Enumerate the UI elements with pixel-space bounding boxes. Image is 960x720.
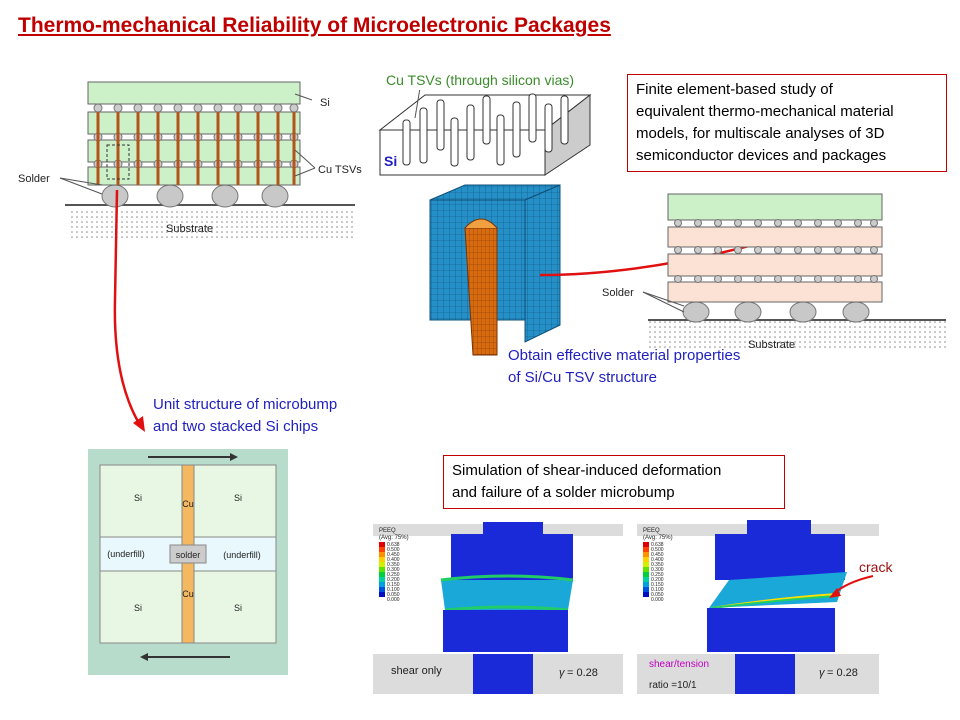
svg-text:0.350: 0.350	[651, 562, 664, 568]
si-chip-top-right	[193, 464, 277, 538]
eq-solder-label: Solder	[602, 287, 634, 299]
si-layer-4	[87, 166, 301, 186]
svg-text:0.000: 0.000	[387, 597, 400, 603]
unit-caption-line-1: Unit structure of microbump	[153, 396, 338, 413]
unit-structure-caption: Unit structure of microbump and two stac…	[153, 394, 337, 438]
left-legend: PEEQ (Avg: 75%) 0.638 0.500 0.450 0.400 …	[379, 528, 409, 603]
svg-text:0.638: 0.638	[387, 542, 400, 548]
svg-text:0.150: 0.150	[651, 582, 664, 588]
svg-text:0.350: 0.350	[387, 562, 400, 568]
left-sim-caption: shear only	[391, 665, 442, 677]
tsv-block-title: Cu TSVs (through silicon vias)	[386, 72, 575, 88]
cu-tsvs	[96, 112, 296, 185]
svg-text:0.200: 0.200	[651, 577, 664, 583]
right-legend: PEEQ (Avg: 75%) 0.638 0.500 0.450 0.400 …	[643, 528, 673, 603]
svg-text:0.100: 0.100	[387, 587, 400, 593]
svg-text:0.000: 0.000	[651, 597, 664, 603]
right-gamma-symbol: γ	[819, 667, 826, 679]
unit-underfill-left: (underfill)	[107, 549, 145, 559]
unit-caption-line-2: and two stacked Si chips	[153, 418, 319, 435]
top-si-layer	[87, 81, 301, 105]
fe-study-line-2: equivalent thermo-mechanical material	[636, 103, 894, 120]
left-gamma-symbol: γ	[559, 667, 566, 679]
eq-top-si	[667, 193, 883, 221]
svg-text:0.400: 0.400	[387, 557, 400, 563]
left-legend-title: PEEQ	[379, 528, 396, 534]
shear-sim-box: Simulation of shear-induced deformation …	[443, 455, 785, 509]
svg-text:0.050: 0.050	[387, 592, 400, 598]
stack-si-label: Si	[320, 97, 330, 109]
crack-label: crack	[859, 559, 893, 575]
sim-shear-tension: PEEQ (Avg: 75%) 0.638 0.500 0.450 0.400 …	[637, 520, 879, 694]
unit-cu-top: Cu	[182, 499, 194, 509]
eq-layer-3	[667, 253, 883, 277]
unit-si-br: Si	[234, 603, 242, 613]
svg-text:0.200: 0.200	[387, 577, 400, 583]
sim-shear-only: PEEQ (Avg: 75%) 0.638 0.500 0.450 0.400 …	[373, 520, 623, 694]
shear-sim-line-1: Simulation of shear-induced deformation	[452, 462, 722, 479]
chip-stack-diagram: Si Cu TSVs Solder Substrate	[18, 81, 362, 243]
unit-cu-bottom: Cu	[182, 589, 194, 599]
svg-text:0.300: 0.300	[651, 567, 664, 573]
svg-text:0.150: 0.150	[387, 582, 400, 588]
eq-substrate-label: Substrate	[748, 339, 795, 350]
unit-si-bl: Si	[134, 603, 142, 613]
svg-text:0.050: 0.050	[651, 592, 664, 598]
fe-study-line-4: semiconductor devices and packages	[636, 147, 887, 164]
effective-props-line-1: Obtain effective material properties	[508, 347, 741, 364]
stack-substrate-label: Substrate	[166, 223, 213, 235]
tsv-block-diagram: Si	[378, 90, 592, 176]
svg-text:0.450: 0.450	[651, 552, 664, 558]
svg-text:0.500: 0.500	[387, 547, 400, 553]
si-chip-bottom-left	[99, 570, 183, 644]
stack-solder-label: Solder	[18, 173, 50, 185]
right-legend-title: PEEQ	[643, 528, 660, 534]
right-legend-sub: (Avg: 75%)	[643, 535, 673, 541]
solder-region	[169, 544, 207, 564]
left-gamma-value: = 0.28	[567, 667, 598, 679]
eq-layer-4	[667, 281, 883, 303]
shear-sim-line-2: and failure of a solder microbump	[452, 484, 675, 501]
si-chip-top-left	[99, 464, 183, 538]
eq-layer-2	[667, 226, 883, 248]
eq-substrate	[648, 320, 946, 348]
svg-text:0.250: 0.250	[651, 572, 664, 578]
fe-study-line-3: models, for multiscale analyses of 3D	[636, 125, 885, 142]
unit-si-tl: Si	[134, 493, 142, 503]
effective-props-caption: Obtain effective material properties of …	[508, 345, 740, 389]
svg-text:0.638: 0.638	[651, 542, 664, 548]
fe-tsv-mesh-model	[429, 184, 561, 356]
unit-si-tr: Si	[234, 493, 242, 503]
unit-cell-selection	[106, 144, 130, 180]
si-chip-bottom-right	[193, 570, 277, 644]
si-layer-3	[87, 139, 301, 163]
effective-props-line-2: of Si/Cu TSV structure	[508, 369, 657, 386]
unit-solder: solder	[176, 550, 201, 560]
svg-text:0.300: 0.300	[387, 567, 400, 573]
right-sim-caption-2: ratio =10/1	[649, 680, 697, 691]
equivalent-stack-diagram: Solder Substrate	[602, 193, 946, 350]
svg-text:0.400: 0.400	[651, 557, 664, 563]
svg-text:0.100: 0.100	[651, 587, 664, 593]
fe-study-line-1: Finite element-based study of	[636, 81, 833, 98]
page-title: Thermo-mechanical Reliability of Microel…	[18, 14, 611, 37]
svg-text:0.500: 0.500	[651, 547, 664, 553]
arrow-to-unit-cell	[113, 189, 145, 432]
svg-text:0.250: 0.250	[387, 572, 400, 578]
right-gamma-value: = 0.28	[827, 667, 858, 679]
si-layer-2	[87, 111, 301, 135]
left-legend-sub: (Avg: 75%)	[379, 535, 409, 541]
tsv-block-si-label: Si	[384, 153, 397, 169]
fe-study-box: Finite element-based study of equivalent…	[627, 74, 947, 172]
unit-cell-diagram: Si Si Si Si Cu Cu (underfill) (underfill…	[88, 449, 288, 675]
svg-text:0.450: 0.450	[387, 552, 400, 558]
stack-cu-tsv-label: Cu TSVs	[318, 164, 362, 176]
right-sim-caption-1: shear/tension	[649, 659, 709, 670]
unit-underfill-right: (underfill)	[223, 550, 261, 560]
